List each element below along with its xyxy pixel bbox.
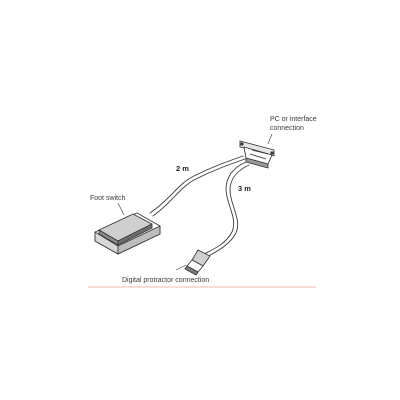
cable-length-3m-label: 3 m xyxy=(238,184,251,193)
cable-2m-inner xyxy=(152,158,246,217)
cable-length-2m-label: 2 m xyxy=(176,164,189,173)
pc-connection-label-line2: connection xyxy=(270,125,304,132)
foot-switch-label: Foot switch xyxy=(90,195,126,202)
cable-2m xyxy=(149,155,244,214)
leader-protractor xyxy=(175,264,187,271)
protractor-plug-icon xyxy=(184,249,211,276)
digital-protractor-connection-label: Digital protractor connection xyxy=(122,277,209,284)
cable-3m xyxy=(203,161,247,255)
leader-footswitch xyxy=(117,202,125,216)
foot-switch-icon xyxy=(94,212,161,255)
pc-connection-label: PC or interface xyxy=(270,116,317,123)
pc-connector-icon xyxy=(239,140,275,169)
leader-lines xyxy=(117,133,273,271)
leader-pc xyxy=(267,133,273,145)
cable-lines xyxy=(149,155,250,258)
cable-3m-inner xyxy=(206,164,250,258)
